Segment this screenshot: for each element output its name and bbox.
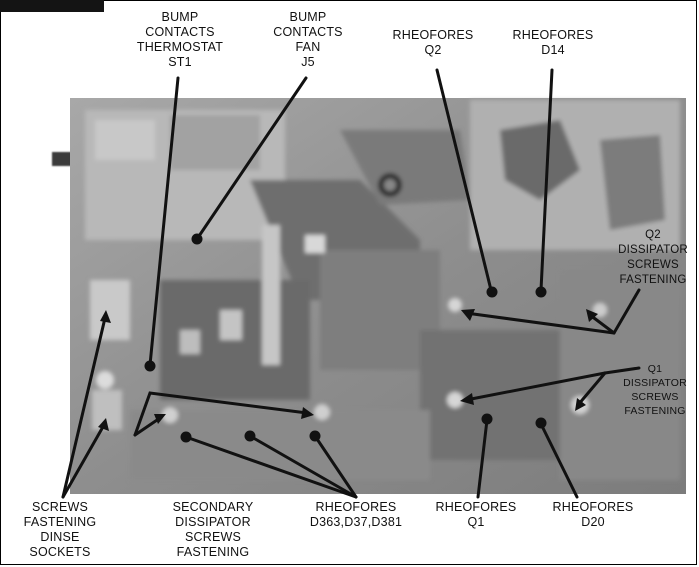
leader-secondary-b (133, 416, 162, 437)
point-d14 (535, 286, 547, 298)
point-fan (191, 233, 203, 245)
leader-d363-a (184, 435, 358, 499)
leader-q2-diss-a (464, 311, 616, 335)
label-q2-dissipator: Q2 DISSIPATOR SCREWS FASTENING (618, 229, 688, 286)
leader-q1-diss-a (464, 371, 607, 402)
arrow-secondary-b (154, 414, 166, 424)
label-rheofores-d20: RHEOFORES D20 (552, 500, 634, 529)
leader-secondary-a (133, 391, 309, 437)
board-connector-stub (52, 152, 72, 166)
leader-d363-c (313, 434, 358, 499)
leader-dinse-a (61, 316, 107, 499)
label-rheofores-d14: RHEOFORES D14 (512, 28, 594, 57)
point-d363-a (180, 431, 192, 443)
arrow-q2-diss-b (586, 309, 598, 322)
leader-thermostat (148, 76, 180, 367)
leader-d363-b (248, 434, 358, 499)
label-rheofores-q1: RHEOFORES Q1 (435, 500, 517, 529)
corner-tab (0, 0, 104, 12)
leader-q2-diss-join (612, 288, 641, 335)
label-screws-dinse: SCREWS FASTENING DINSE SOCKETS (23, 500, 97, 559)
leader-d14 (539, 68, 554, 292)
label-rheofores-q2: RHEOFORES Q2 (392, 28, 474, 57)
point-thermostat (144, 360, 156, 372)
label-bump-thermostat: BUMP CONTACTS THERMOSTAT ST1 (136, 10, 224, 69)
point-q2 (486, 286, 498, 298)
label-q1-dissipator: Q1 DISSIPATOR SCREWS FASTENING (623, 363, 687, 417)
arrow-q1-diss-b (575, 398, 586, 411)
leader-fan (195, 76, 308, 241)
point-rheofores-d20 (535, 417, 547, 429)
leader-q1-diss-b (576, 371, 607, 407)
label-bump-fan: BUMP CONTACTS FAN J5 (273, 10, 343, 69)
arrow-secondary-a (301, 407, 314, 419)
arrow-dinse-b (98, 418, 109, 431)
arrow-q1-diss-a (460, 393, 474, 405)
label-secondary-dissipator: SECONDARY DISSIPATOR SCREWS FASTENING (172, 500, 254, 559)
arrow-q2-diss-a (461, 309, 475, 321)
point-d363-b (244, 430, 256, 442)
point-d363-c (309, 430, 321, 442)
leader-dinse-b (61, 423, 106, 499)
arrow-dinse-a (100, 310, 111, 323)
label-rheofores-d363: RHEOFORES D363,D37,D381 (309, 500, 403, 529)
leader-q2-diss-b (588, 313, 616, 335)
point-rheofores-q1 (481, 413, 493, 425)
leader-rheofores-d20 (539, 422, 579, 499)
leader-rheofores-q1 (476, 418, 489, 499)
leader-q2 (435, 68, 493, 292)
leader-q1-diss-join (603, 366, 641, 375)
